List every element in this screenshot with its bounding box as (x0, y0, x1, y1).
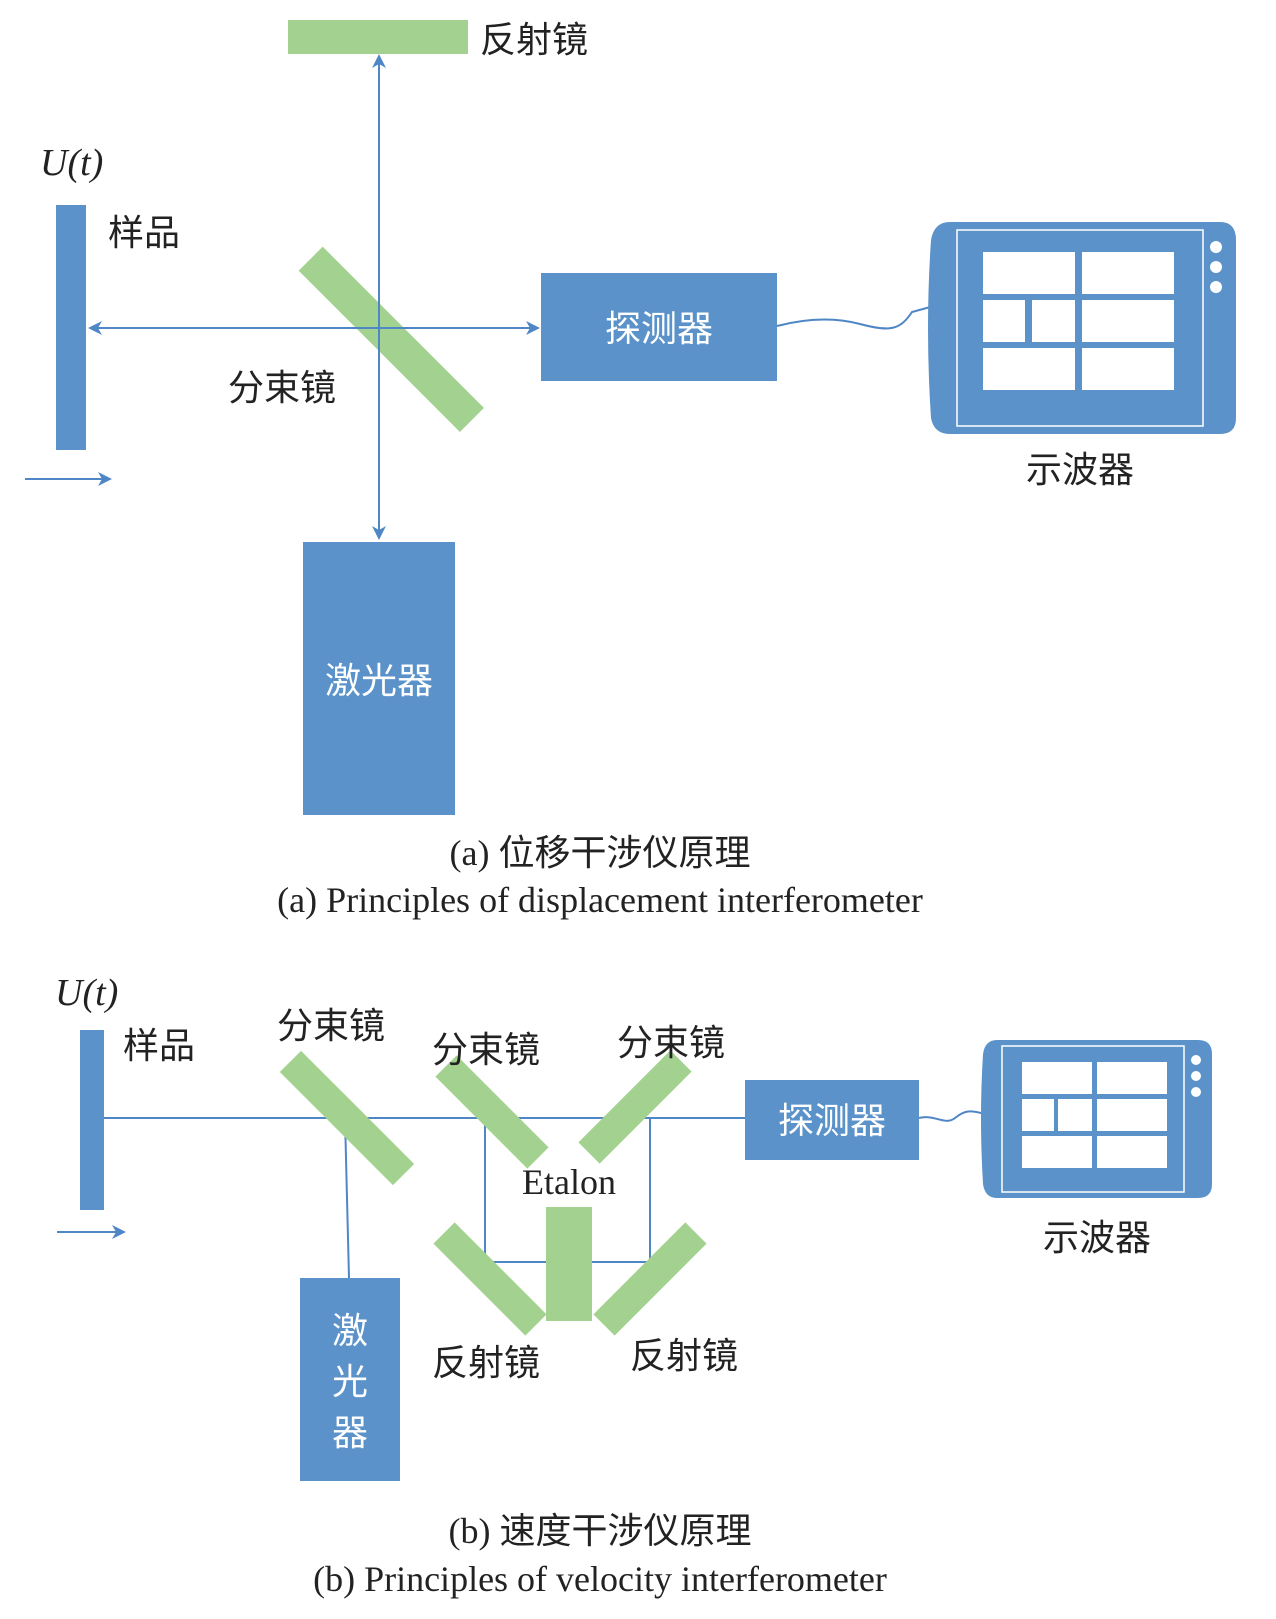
caption-b-en: (b) Principles of velocity interferomete… (313, 1559, 887, 1599)
diagram-b: U(t) 样品 分束镜 分束镜 分束镜 Etalon 反射镜 反射镜 探测器 (55, 972, 1212, 1599)
laser-b-label-2: 光 (332, 1362, 368, 1403)
detector-a-label: 探测器 (605, 309, 713, 350)
beam-laser-b (344, 1117, 350, 1279)
laser-a (303, 542, 455, 815)
laser-b (300, 1278, 400, 1481)
caption-a-cn: (a) 位移干涉仪原理 (450, 833, 751, 873)
mirror-a (288, 20, 468, 54)
voltage-label-a: U(t) (40, 142, 103, 184)
laser-b-label-1: 激 (332, 1311, 368, 1352)
laser-a-label: 激光器 (325, 661, 433, 702)
beamsplitter-b-2-label: 分束镜 (432, 1030, 540, 1071)
voltage-label-b: U(t) (55, 972, 118, 1014)
beamsplitter-b-3-label: 分束镜 (617, 1023, 725, 1064)
detector-b-label: 探测器 (778, 1101, 886, 1142)
diagram-a: 反射镜 U(t) 样品 分束镜 探测器 (25, 20, 1236, 920)
etalon-b-label: Etalon (522, 1162, 616, 1202)
sample-a-label: 样品 (108, 213, 180, 254)
sample-a (56, 205, 86, 450)
caption-a-en: (a) Principles of displacement interfero… (277, 880, 923, 920)
sample-b-label: 样品 (123, 1026, 195, 1067)
detector-b (745, 1080, 919, 1160)
oscilloscope-b (981, 1040, 1212, 1198)
detector-a (541, 273, 777, 381)
cable-a (776, 305, 935, 330)
oscilloscope-a-label: 示波器 (1026, 450, 1134, 491)
cable-b (918, 1110, 986, 1122)
beamsplitter-a-label: 分束镜 (228, 368, 336, 409)
laser-b-label-3: 器 (332, 1413, 368, 1454)
sample-b (80, 1030, 104, 1210)
mirror-b-2 (593, 1222, 707, 1336)
beamsplitter-b-2 (435, 1055, 549, 1169)
beamsplitter-a (298, 246, 484, 432)
caption-b-cn: (b) 速度干涉仪原理 (449, 1511, 752, 1551)
beamsplitter-b-3 (578, 1050, 692, 1164)
beamsplitter-b-1 (279, 1050, 415, 1186)
mirror-a-label: 反射镜 (480, 20, 588, 61)
beamsplitter-b-1-label: 分束镜 (277, 1006, 385, 1047)
oscilloscope-a (928, 222, 1236, 434)
etalon-b (546, 1207, 592, 1321)
mirror-b-1-label: 反射镜 (432, 1343, 540, 1384)
oscilloscope-b-label: 示波器 (1043, 1218, 1151, 1259)
mirror-b-2-label: 反射镜 (630, 1336, 738, 1377)
mirror-b-1 (433, 1222, 547, 1336)
